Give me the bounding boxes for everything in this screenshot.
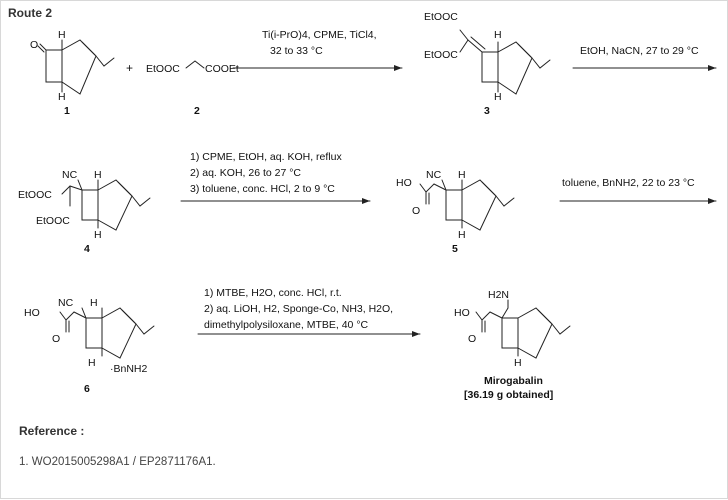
step-3-reagents-line2: 2) aq. KOH, 26 to 27 °C [190, 167, 301, 179]
c4-label-nc: NC [62, 169, 78, 181]
compound-number-6: 6 [84, 383, 90, 395]
step-1-reagents-line1: Ti(i-PrO)4, CPME, TiCl4, [262, 29, 377, 41]
c4-label-h-top: H [94, 169, 102, 181]
c1-label-h-top: H [58, 29, 66, 41]
step-5-reagents-line3: dimethylpolysiloxane, MTBE, 40 °C [204, 319, 369, 331]
mirogabalin-label-h2n: H2N [488, 289, 509, 301]
step-5-reagents-line1: 1) MTBE, H2O, conc. HCl, r.t. [204, 287, 342, 299]
compound-4-structure [61, 179, 151, 231]
plus-sign: + [126, 61, 133, 75]
step-5-reagents-line2: 2) aq. LiOH, H2, Sponge-Co, NH3, H2O, [204, 303, 393, 315]
compound-1-structure [37, 39, 115, 95]
c1-label-o: O [30, 39, 38, 51]
reagent-2-right: COOEt [205, 63, 239, 75]
c5-label-o: O [412, 205, 420, 217]
compound-number-3: 3 [484, 105, 490, 117]
compound-5-structure [419, 179, 515, 231]
c3-label-etooc-top: EtOOC [424, 11, 458, 23]
step-2-reagents: EtOH, NaCN, 27 to 29 °C [580, 45, 699, 57]
compound-number-5: 5 [452, 243, 458, 255]
c3-label-h-top: H [494, 29, 502, 41]
reagent-2-left: EtOOC [146, 63, 180, 75]
compound-3-structure [459, 29, 551, 95]
mirogabalin-structure [475, 299, 571, 359]
mirogabalin-label-ho: HO [454, 307, 470, 319]
step-4-reagents: toluene, BnNH2, 22 to 23 °C [562, 177, 695, 189]
c3-label-h-bottom: H [494, 91, 502, 103]
c6-label-nc: NC [58, 297, 74, 309]
c5-label-ho: HO [396, 177, 412, 189]
c6-label-ho: HO [24, 307, 40, 319]
mirogabalin-label-h-bottom: H [514, 357, 522, 369]
compound-number-2: 2 [194, 105, 200, 117]
reaction-scheme: O H H EtOOC COOEt Ti(i-PrO)4, CPME, TiCl… [18, 11, 717, 401]
c5-label-h-top: H [458, 169, 466, 181]
step-3-reagents-line3: 3) toluene, conc. HCl, 2 to 9 °C [190, 183, 335, 195]
product-yield: [36.19 g obtained] [464, 389, 553, 401]
c6-label-bnnh2: ·BnNH2 [110, 363, 148, 375]
c4-label-h-bottom: H [94, 229, 102, 241]
reference-title: Reference : [19, 424, 85, 438]
c4-label-etooc-top: EtOOC [18, 189, 52, 201]
compound-number-1: 1 [64, 105, 70, 117]
reference-item: 1. WO2015005298A1 / EP2871176A1. [19, 456, 216, 468]
product-name: Mirogabalin [484, 375, 543, 387]
compound-number-4: 4 [84, 243, 90, 255]
compound-6-structure [59, 307, 155, 359]
mirogabalin-label-o: O [468, 333, 476, 345]
c5-label-h-bottom: H [458, 229, 466, 241]
compound-2-structure [185, 60, 205, 69]
c6-label-h-bottom: H [88, 357, 96, 369]
step-3-reagents-line1: 1) CPME, EtOH, aq. KOH, reflux [190, 151, 342, 163]
c5-label-nc: NC [426, 169, 442, 181]
c3-label-etooc-bottom: EtOOC [424, 49, 458, 61]
step-1-reagents-line2: 32 to 33 °C [270, 45, 323, 57]
c6-label-o: O [52, 333, 60, 345]
c6-label-h-top: H [90, 297, 98, 309]
c4-label-etooc-bottom: EtOOC [36, 215, 70, 227]
route-title: Route 2 [8, 6, 53, 20]
c1-label-h-bottom: H [58, 91, 66, 103]
